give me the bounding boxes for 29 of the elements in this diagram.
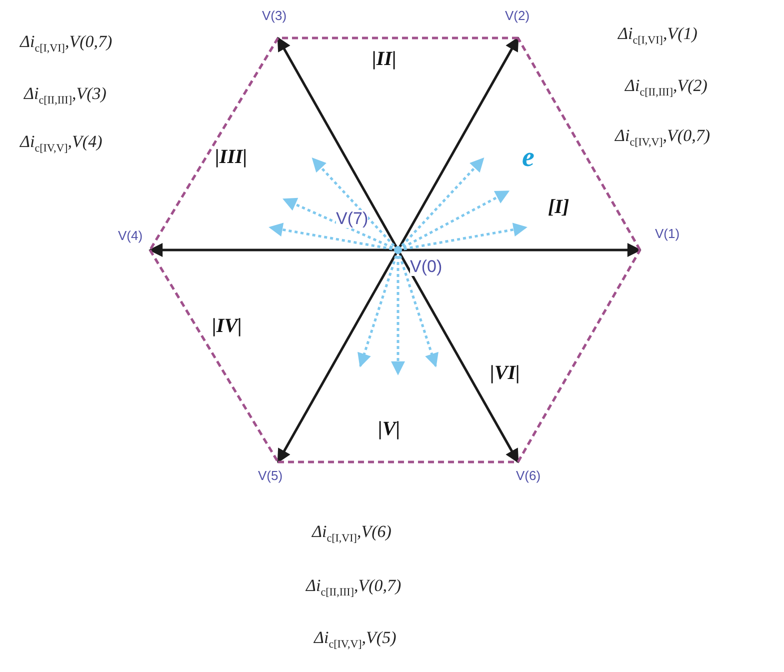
vector-label: V(6)	[516, 468, 541, 483]
formula-label: Δi$_{c[II,III]}$,V(0,7)	[306, 576, 402, 598]
formula-label: Δi$_{c[IV,V]}$,V(0,7)	[615, 126, 710, 148]
sector-label: |IV|	[212, 315, 242, 338]
sector-label: |VI|	[490, 362, 520, 385]
sector-label: |V|	[378, 418, 400, 441]
dashed-line	[516, 249, 642, 463]
dashed-line	[516, 37, 642, 251]
origin-dot	[394, 246, 402, 254]
sector-label: [I]	[548, 196, 570, 219]
formula-label: Δi$_{c[I,VI]}$,V(6)	[312, 522, 392, 544]
formula-label: Δi$_{c[II,III]}$,V(2)	[625, 76, 708, 98]
vector-label: V(1)	[655, 226, 680, 241]
vector-label: V(2)	[505, 8, 530, 23]
vector-label: V(4)	[118, 228, 143, 243]
vector-label: V(5)	[258, 468, 283, 483]
formula-label: Δi$_{c[I,VI]}$,V(0,7)	[20, 32, 112, 54]
vector-label: V(3)	[262, 8, 287, 23]
sector-label: e	[522, 142, 534, 174]
dashed-line	[148, 249, 280, 463]
sector-label: |III|	[215, 146, 248, 169]
formula-label: Δi$_{c[IV,V]}$,V(5)	[314, 628, 396, 650]
zero-vector-label: V(7)	[336, 210, 368, 228]
dashed-line	[148, 37, 280, 251]
formula-label: Δi$_{c[I,VI]}$,V(1)	[618, 24, 698, 46]
formula-label: Δi$_{c[II,III]}$,V(3)	[24, 84, 106, 106]
formula-label: Δi$_{c[IV,V]}$,V(4)	[20, 132, 102, 154]
sector-label: |II|	[372, 48, 396, 71]
zero-vector-label: V(0)	[410, 258, 442, 276]
